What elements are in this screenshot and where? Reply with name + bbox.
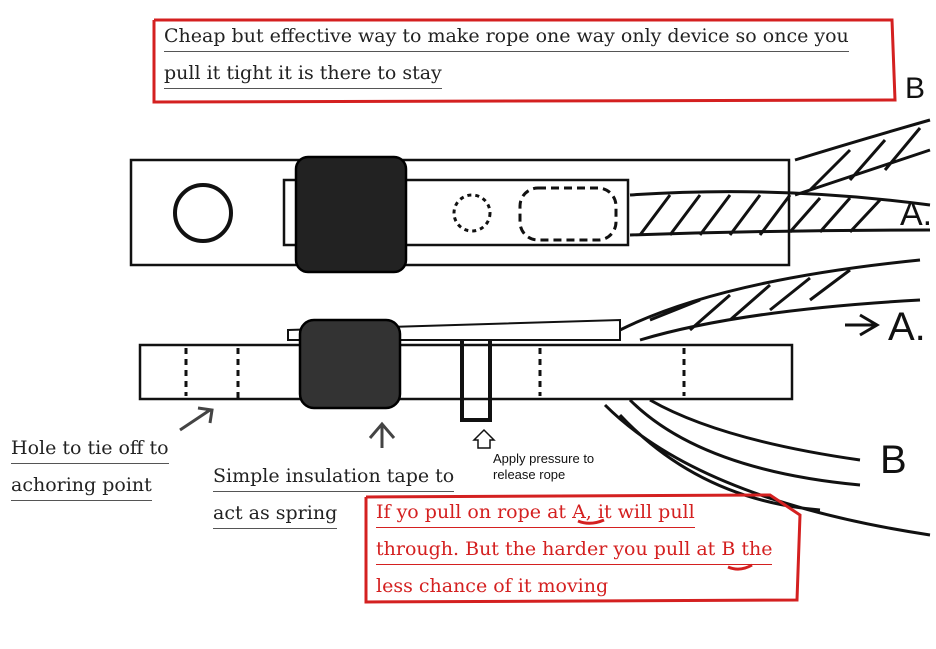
explanation-line-1: If yo pull on rope at A, it will pull (376, 497, 695, 528)
label-b-top: B (905, 72, 926, 105)
pressure-note-line-1: Apply pressure to (493, 451, 595, 466)
title-line-2: pull it tight it is there to stay (164, 58, 442, 89)
explanation-box (364, 493, 802, 604)
label-b-side: B (880, 438, 907, 482)
hole-note-line-1: Hole to tie off to (11, 433, 169, 464)
label-a-top: A. (900, 195, 933, 233)
hole-note-line-2: achoring point (11, 470, 152, 501)
explanation-text: If yo pull on rope at A, it will pull th… (376, 494, 773, 605)
label-a-side: A. (888, 305, 926, 349)
pressure-note-line-2: release rope (493, 467, 566, 482)
insulation-tape-top (294, 155, 408, 274)
explanation-line-2: through. But the harder you pull at B th… (376, 534, 773, 565)
tape-note: Simple insulation tape to act as spring (213, 458, 455, 532)
title-line-1: Cheap but effective way to make rope one… (164, 21, 849, 52)
tape-note-line-1: Simple insulation tape to (213, 461, 455, 492)
title-text: Cheap but effective way to make rope one… (164, 18, 849, 92)
top-view (129, 118, 931, 274)
hole-note: Hole to tie off to achoring point (11, 430, 169, 504)
title-box (152, 18, 897, 104)
insulation-tape-side (298, 318, 402, 410)
tape-note-line-2: act as spring (213, 498, 338, 529)
side-view (138, 258, 931, 537)
pressure-note: Apply pressure to release rope (493, 451, 594, 483)
explanation-line-3: less chance of it moving (376, 571, 609, 602)
